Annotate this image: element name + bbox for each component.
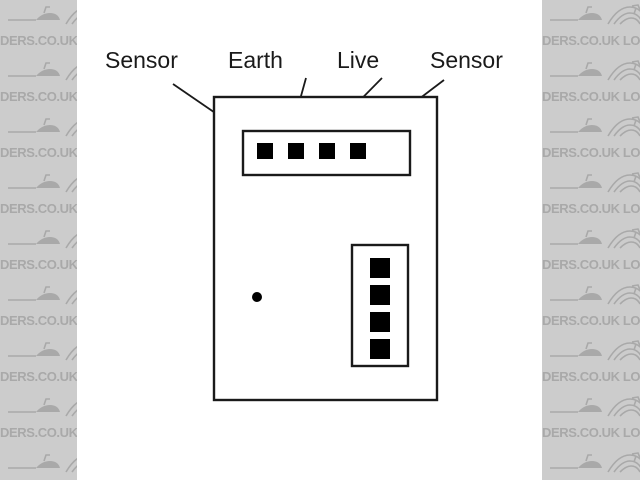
- locost-car-logo-icon: [548, 282, 640, 312]
- watermark-tile: DERS.CO.UK LOCOSTE: [542, 0, 640, 56]
- locost-car-logo-icon: [6, 170, 77, 200]
- watermark-tile: DERS.CO.UK LOCOSTE: [0, 336, 77, 392]
- locost-car-logo-icon: [6, 450, 77, 480]
- watermark-text: DERS.CO.UK LOCOSTE: [542, 257, 640, 272]
- locost-car-logo-icon: [548, 170, 640, 200]
- watermark-strip-left: DERS.CO.UK LOCOSTE DERS.CO.UK LOCOSTE DERS…: [0, 0, 77, 480]
- locost-car-logo-icon: [6, 394, 77, 424]
- watermark-text: DERS.CO.UK LOCOSTE: [0, 145, 77, 160]
- watermark-tile: DERS.CO.UK LOCOSTE: [542, 448, 640, 480]
- watermark-text: DERS.CO.UK LOCOSTE: [542, 313, 640, 328]
- locost-car-logo-icon: [548, 450, 640, 480]
- locost-car-logo-icon: [548, 394, 640, 424]
- watermark-text: DERS.CO.UK LOCOSTE: [0, 89, 77, 104]
- watermark-tile: DERS.CO.UK LOCOSTE: [542, 168, 640, 224]
- watermark-text: DERS.CO.UK LOCOSTE: [542, 89, 640, 104]
- watermark-text: DERS.CO.UK LOCOSTE: [542, 201, 640, 216]
- terminal-sensor-left: [257, 143, 273, 159]
- locost-car-logo-icon: [548, 114, 640, 144]
- watermark-strip-right: DERS.CO.UK LOCOSTE DERS.CO.UK LOCOSTE DERS…: [542, 0, 640, 480]
- label-live: Live: [337, 47, 379, 73]
- watermark-text: DERS.CO.UK LOCOSTE: [0, 201, 77, 216]
- locost-car-logo-icon: [548, 338, 640, 368]
- watermark-tile: DERS.CO.UK LOCOSTE: [0, 168, 77, 224]
- locost-car-logo-icon: [548, 226, 640, 256]
- label-earth: Earth: [228, 47, 283, 73]
- watermark-tile: DERS.CO.UK LOCOSTE: [542, 280, 640, 336]
- side-terminal-1: [370, 258, 390, 278]
- locost-car-logo-icon: [6, 114, 77, 144]
- watermark-tile: DERS.CO.UK LOCOSTE: [542, 392, 640, 448]
- watermark-text: DERS.CO.UK LOCOSTE: [542, 369, 640, 384]
- watermark-tile: DERS.CO.UK LOCOSTE: [542, 336, 640, 392]
- watermark-text: DERS.CO.UK LOCOSTE: [0, 369, 77, 384]
- watermark-text: DERS.CO.UK LOCOSTE: [0, 257, 77, 272]
- label-sensor-right: Sensor: [430, 47, 503, 73]
- locost-car-logo-icon: [6, 2, 77, 32]
- watermark-tile: DERS.CO.UK LOCOSTE: [0, 448, 77, 480]
- locost-car-logo-icon: [548, 2, 640, 32]
- locost-car-logo-icon: [548, 58, 640, 88]
- watermark-tile: DERS.CO.UK LOCOSTE: [0, 56, 77, 112]
- terminal-live: [319, 143, 335, 159]
- locost-car-logo-icon: [6, 58, 77, 88]
- watermark-tile: DERS.CO.UK LOCOSTE: [542, 224, 640, 280]
- terminal-sensor-right: [350, 143, 366, 159]
- watermark-tile: DERS.CO.UK LOCOSTE: [0, 280, 77, 336]
- watermark-text: DERS.CO.UK LOCOSTE: [542, 145, 640, 160]
- watermark-tile: DERS.CO.UK LOCOSTE: [0, 392, 77, 448]
- watermark-text: DERS.CO.UK LOCOSTE: [542, 425, 640, 440]
- label-group: Sensor Earth Live Sensor: [105, 47, 503, 73]
- side-terminal-3: [370, 312, 390, 332]
- locost-car-logo-icon: [6, 338, 77, 368]
- mounting-hole-dot: [252, 292, 262, 302]
- locost-car-logo-icon: [6, 226, 77, 256]
- terminal-earth: [288, 143, 304, 159]
- side-terminal-2: [370, 285, 390, 305]
- watermark-tile: DERS.CO.UK LOCOSTE: [542, 112, 640, 168]
- locost-car-logo-icon: [6, 282, 77, 312]
- watermark-tile: DERS.CO.UK LOCOSTE: [0, 224, 77, 280]
- watermark-tile: DERS.CO.UK LOCOSTE: [0, 0, 77, 56]
- label-sensor-left: Sensor: [105, 47, 178, 73]
- watermark-tile: DERS.CO.UK LOCOSTE: [0, 112, 77, 168]
- watermark-text: DERS.CO.UK LOCOSTE: [0, 33, 77, 48]
- watermark-text: DERS.CO.UK LOCOSTE: [542, 33, 640, 48]
- terminal-group: [252, 143, 390, 359]
- side-terminal-4: [370, 339, 390, 359]
- housing-group: [212, 95, 439, 402]
- watermark-text: DERS.CO.UK LOCOSTE: [0, 425, 77, 440]
- watermark-tile: DERS.CO.UK LOCOSTE: [542, 56, 640, 112]
- watermark-text: DERS.CO.UK LOCOSTE: [0, 313, 77, 328]
